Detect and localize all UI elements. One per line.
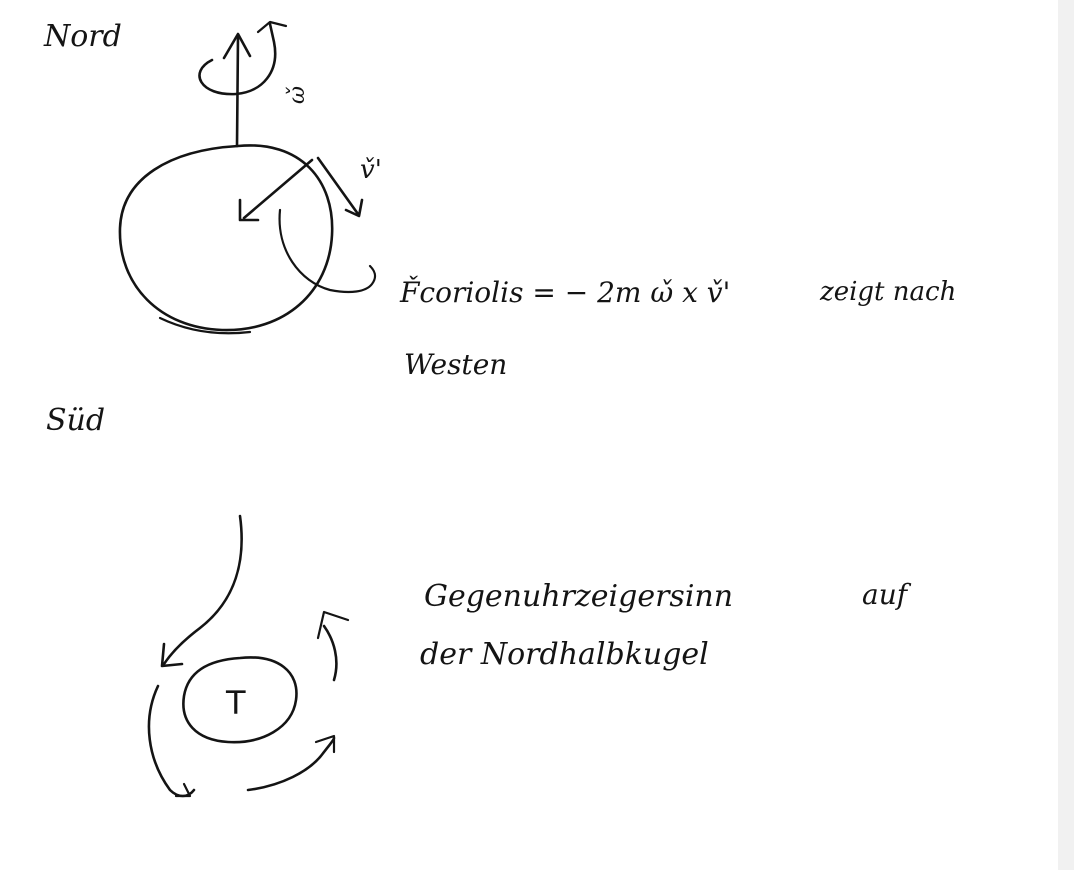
rotation-curl-arrow (198, 22, 277, 96)
inflow-arrowhead (160, 642, 184, 668)
coriolis-formula: F̌coriolis = − 2m ω̌ x v̌' (399, 276, 730, 309)
coriolis-force-arrow (242, 158, 314, 220)
earth-circle-overlap (158, 316, 252, 335)
rotation-axis (235, 34, 240, 148)
north-label: Nord (43, 19, 122, 54)
formula-pointer (278, 208, 377, 294)
axis-arrowhead (222, 32, 252, 60)
rotation-curl-arrowhead (256, 20, 288, 34)
circulation-arrow-left (147, 684, 196, 798)
earth-circle (118, 144, 334, 332)
coriolis-direction-cont: Westen (404, 348, 507, 381)
coriolis-arrowhead (238, 198, 260, 222)
rotation-note-line2: der Nordhalbkugel (420, 637, 709, 672)
coriolis-direction: zeigt nach (819, 277, 956, 307)
circulation-arrowhead-bottom (314, 734, 336, 754)
velocity-label: v̌' (360, 155, 382, 185)
rotation-note-line1: Gegenuhrzeigersinn (424, 579, 733, 614)
page-edge (1058, 0, 1074, 870)
south-label: Süd (46, 403, 105, 438)
low-pressure-label: T (225, 684, 246, 722)
circulation-arrowhead-left (174, 782, 192, 798)
low-pressure-ellipse (182, 656, 298, 744)
circulation-arrow-bottom (246, 736, 336, 792)
earth-diagram (118, 20, 377, 335)
circulation-arrowhead-right (316, 610, 350, 640)
rotation-note-suffix: auf (862, 578, 912, 611)
circulation-arrow-right (322, 624, 338, 682)
velocity-arrowhead (344, 198, 364, 218)
cyclone-diagram (147, 514, 350, 798)
omega-label: ω̌ (285, 86, 310, 104)
inflow-arrow (162, 514, 243, 666)
velocity-line (316, 156, 360, 216)
